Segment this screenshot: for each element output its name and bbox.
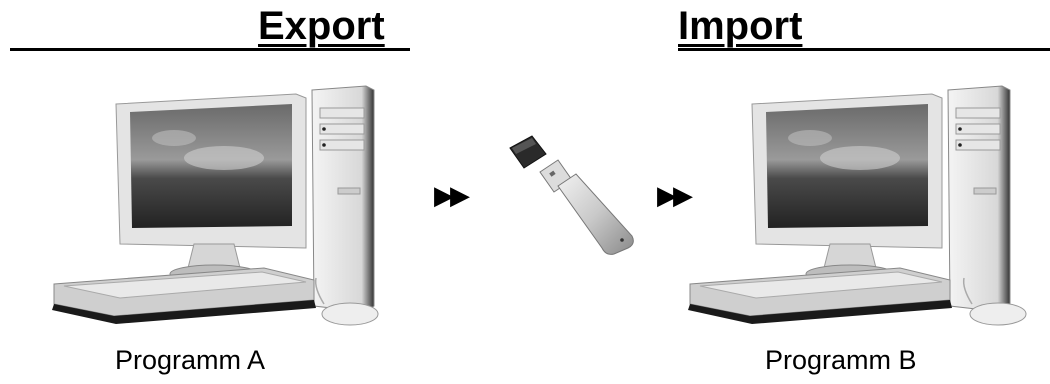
export-underline-rule xyxy=(10,48,410,51)
export-heading: Export xyxy=(258,6,385,46)
forward-arrows-icon: ▶▶ xyxy=(434,182,466,208)
program-b-label: Programm B xyxy=(765,347,917,374)
usb-stick-icon xyxy=(500,128,650,258)
computer-a-icon xyxy=(24,78,384,338)
computer-b-icon xyxy=(680,78,1040,338)
import-heading: Import xyxy=(678,6,802,46)
program-a-label: Programm A xyxy=(115,347,265,374)
import-underline-rule xyxy=(678,48,1050,51)
